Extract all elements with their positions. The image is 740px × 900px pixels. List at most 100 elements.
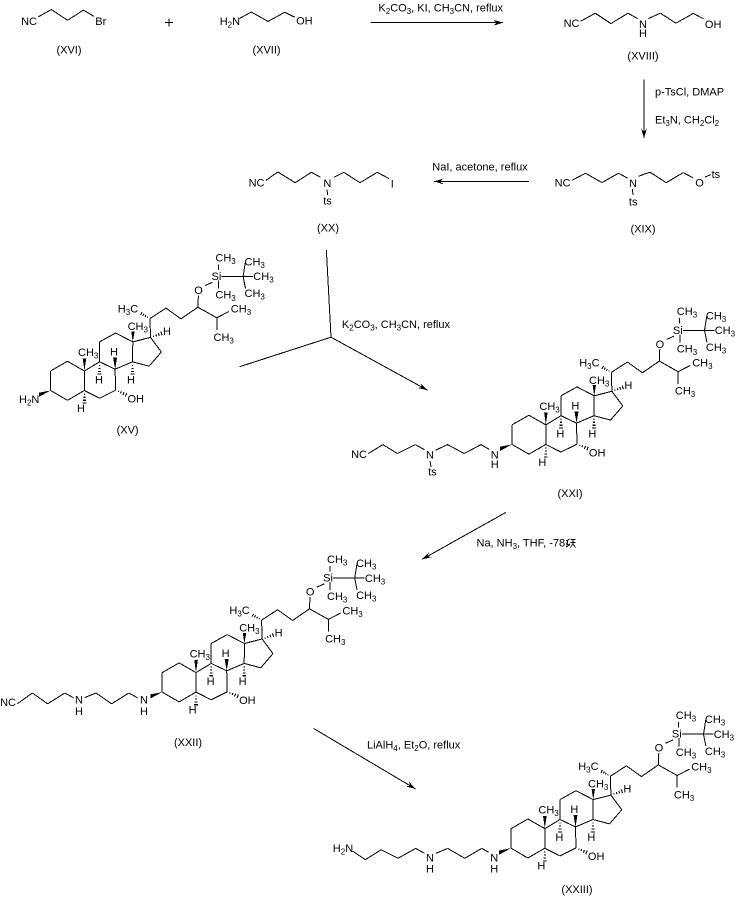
svg-text:N: N <box>491 449 499 461</box>
svg-text:OH: OH <box>589 447 606 459</box>
svg-text:(XV): (XV) <box>117 425 139 437</box>
svg-text:H3C: H3C <box>229 605 249 619</box>
svg-text:N: N <box>490 852 498 864</box>
svg-text:H: H <box>222 648 230 660</box>
svg-text:ts: ts <box>629 196 638 208</box>
svg-text:CH3: CH3 <box>245 256 266 270</box>
svg-text:CH3: CH3 <box>325 633 346 647</box>
svg-text:p-TsCl, DMAP: p-TsCl, DMAP <box>655 87 724 99</box>
svg-text:O: O <box>695 178 704 190</box>
svg-text:H: H <box>275 628 283 640</box>
svg-text:CH3: CH3 <box>715 325 736 339</box>
svg-text:H: H <box>426 863 434 875</box>
svg-text:NC: NC <box>21 16 37 28</box>
svg-text:Si: Si <box>672 729 682 741</box>
svg-text:H: H <box>239 676 247 688</box>
svg-text:ts: ts <box>712 169 721 181</box>
svg-text:H: H <box>77 403 85 415</box>
svg-text:(XIX): (XIX) <box>630 223 655 235</box>
svg-text:H: H <box>491 459 499 471</box>
svg-text:OH: OH <box>588 851 605 863</box>
svg-text:CH3: CH3 <box>231 304 252 318</box>
svg-text:I: I <box>391 178 394 190</box>
svg-text:N: N <box>426 852 434 864</box>
svg-text:H: H <box>587 832 595 844</box>
svg-text:H3C: H3C <box>578 761 598 775</box>
svg-text:H: H <box>570 804 578 816</box>
svg-text:H: H <box>110 347 118 359</box>
svg-text:CH3: CH3 <box>714 729 735 743</box>
svg-text:H: H <box>140 706 148 718</box>
svg-text:CH3: CH3 <box>691 761 712 775</box>
svg-text:H: H <box>490 863 498 875</box>
svg-text:H: H <box>571 400 579 412</box>
svg-text:CH3: CH3 <box>589 375 610 389</box>
svg-text:Si: Si <box>212 271 222 283</box>
svg-text:H: H <box>639 28 647 40</box>
svg-text:H2N: H2N <box>220 16 240 30</box>
svg-text:(XVIII): (XVIII) <box>627 51 658 63</box>
svg-text:H2N: H2N <box>19 394 39 408</box>
svg-text:Si: Si <box>673 325 683 337</box>
svg-text:H: H <box>555 832 563 844</box>
svg-text:CH3: CH3 <box>706 310 727 324</box>
svg-text:(XXII): (XXII) <box>174 737 202 749</box>
svg-text:CH3: CH3 <box>674 790 695 804</box>
svg-text:N: N <box>629 178 637 190</box>
svg-text:CH3: CH3 <box>538 805 559 819</box>
svg-text:CH3: CH3 <box>215 252 236 266</box>
svg-text:OH: OH <box>296 16 313 28</box>
svg-text:NaI, acetone, reflux: NaI, acetone, reflux <box>432 162 528 174</box>
svg-text:H: H <box>537 861 545 873</box>
svg-text:(XXI): (XXI) <box>557 488 582 500</box>
svg-text:CH3: CH3 <box>539 401 560 415</box>
svg-text:Na, NH3, THF, -78: Na, NH3, THF, -78 <box>477 538 566 552</box>
svg-text:OH: OH <box>128 394 145 406</box>
svg-text:H2N: H2N <box>333 843 353 857</box>
svg-text:NC: NC <box>564 18 580 30</box>
svg-text:CH3: CH3 <box>588 779 609 793</box>
svg-text:N: N <box>140 695 148 707</box>
svg-text:(XVII): (XVII) <box>252 45 280 57</box>
svg-text:CH3: CH3 <box>245 288 266 302</box>
svg-text:CH3: CH3 <box>327 554 348 568</box>
svg-text:Br: Br <box>95 16 106 28</box>
svg-text:CH3: CH3 <box>239 623 260 637</box>
svg-text:CH3: CH3 <box>692 358 713 372</box>
svg-text:OH: OH <box>239 695 256 707</box>
svg-text:ts: ts <box>323 196 332 208</box>
svg-text:H: H <box>127 375 135 387</box>
svg-text:N: N <box>323 178 331 190</box>
svg-text:ts: ts <box>428 466 437 478</box>
svg-text:NC: NC <box>555 177 571 189</box>
svg-text:CH3: CH3 <box>253 271 274 285</box>
svg-text:H: H <box>623 784 631 796</box>
svg-text:CH3: CH3 <box>356 590 377 604</box>
svg-text:(XXIII): (XXIII) <box>561 884 592 896</box>
svg-text:OH: OH <box>705 19 722 31</box>
svg-text:(XX): (XX) <box>317 223 339 235</box>
svg-text:CH3: CH3 <box>706 342 727 356</box>
svg-text:H3C: H3C <box>118 303 138 317</box>
svg-text:CH3: CH3 <box>705 746 726 760</box>
svg-text:CH3: CH3 <box>676 747 697 761</box>
svg-text:CH3: CH3 <box>677 306 698 320</box>
svg-text:CH3: CH3 <box>675 386 696 400</box>
svg-text:Et3N, CH2Cl2: Et3N, CH2Cl2 <box>655 115 720 129</box>
svg-text:CH3: CH3 <box>214 332 235 346</box>
svg-text:CH3: CH3 <box>356 558 377 572</box>
svg-text:CH3: CH3 <box>705 714 726 728</box>
svg-text:N: N <box>639 19 647 31</box>
svg-text:H: H <box>163 326 171 338</box>
svg-text:NC: NC <box>351 449 367 461</box>
svg-text:K2CO3, KI, CH3CN, reflux: K2CO3, KI, CH3CN, reflux <box>378 3 503 17</box>
svg-text:H: H <box>624 380 632 392</box>
svg-text:CH3: CH3 <box>327 591 348 605</box>
svg-text:CH3: CH3 <box>365 573 386 587</box>
svg-text:O: O <box>306 587 315 599</box>
svg-text:H: H <box>189 705 197 717</box>
svg-text:(XVI): (XVI) <box>56 45 81 57</box>
svg-text:CH3: CH3 <box>128 321 149 335</box>
svg-text:O: O <box>655 743 664 755</box>
svg-text:CH3: CH3 <box>190 649 211 663</box>
